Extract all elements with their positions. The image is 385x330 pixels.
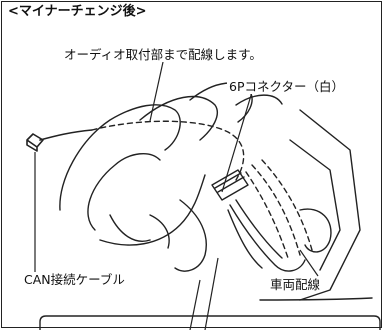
vehicle-wiring-route-1 — [251, 164, 301, 256]
finger-2 — [139, 95, 218, 141]
harness-wire-b — [235, 199, 283, 259]
connector-6p — [211, 169, 249, 201]
leader-bottom-1 — [204, 257, 219, 330]
can-cable-route — [91, 120, 245, 181]
panel-right — [299, 109, 361, 301]
panel-edge — [259, 297, 373, 301]
harness-wire-c — [227, 209, 263, 269]
palm-lower — [99, 174, 206, 246]
callout-box-top — [39, 315, 381, 330]
label-vehicle-wiring: 車両配線 — [268, 277, 323, 292]
hand-outline — [59, 104, 181, 211]
harness-loose-2 — [149, 214, 170, 249]
finger-1 — [87, 153, 161, 231]
label-can-cable: CAN接続ケーブル — [22, 272, 127, 287]
page-title: <マイナーチェンジ後> — [8, 4, 147, 19]
vehicle-wiring-route-2 — [261, 159, 313, 251]
harness-wire-a — [229, 204, 306, 272]
leader-6p — [221, 91, 253, 193]
can-plug-icon — [26, 133, 44, 152]
harness-loose — [174, 199, 207, 272]
leader-audio — [149, 61, 164, 122]
panel-curve — [299, 208, 332, 253]
can-cable-end — [39, 129, 93, 141]
vehicle-wiring-route-3 — [245, 171, 289, 259]
label-6p-connector: 6Pコネクター（白） — [227, 79, 346, 94]
leader-bottom-2 — [189, 279, 201, 330]
panel-inner — [289, 139, 341, 271]
leader-vehicle — [299, 249, 319, 277]
label-audio-wiring: オーディオ取付部まで配線します。 — [62, 47, 264, 62]
thumb — [109, 214, 151, 242]
finger-4 — [235, 94, 283, 106]
